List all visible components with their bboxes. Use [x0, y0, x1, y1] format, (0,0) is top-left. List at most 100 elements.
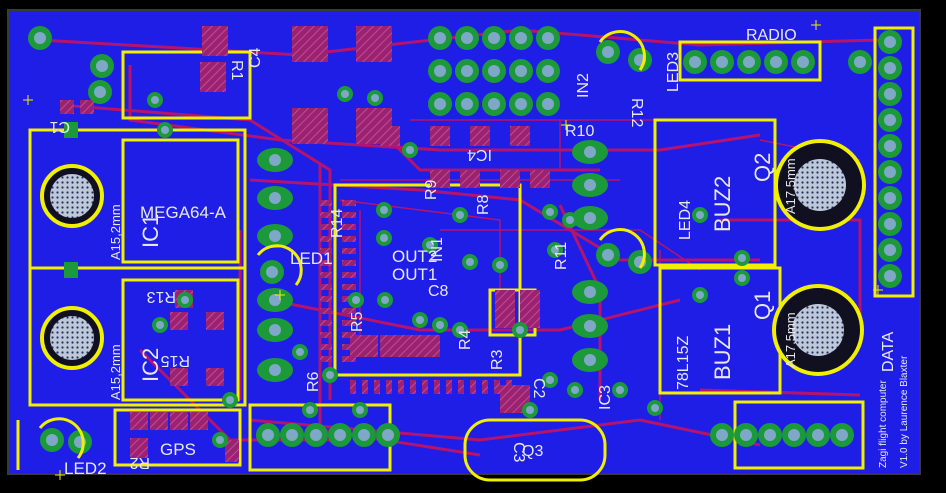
via-drill [216, 436, 224, 444]
pad-drill [854, 56, 866, 68]
mcu-pin [320, 344, 332, 350]
mcu-pin [342, 320, 356, 326]
pad-drill [884, 140, 896, 152]
mcu-pin [320, 284, 332, 290]
pad-drill [716, 429, 728, 441]
led-footprints [38, 30, 646, 459]
via-drill [161, 126, 169, 134]
pad-drill [716, 56, 728, 68]
mcu-pin [362, 380, 368, 394]
buzzer-discs [772, 139, 866, 376]
origin-crosses [23, 20, 883, 480]
data-header-outline [873, 26, 915, 298]
label-c2: C2 [530, 378, 547, 399]
mcu-pin [320, 272, 332, 278]
label-r1: R1 [228, 60, 245, 81]
pad-drill [584, 354, 596, 366]
via-drill [381, 296, 389, 304]
ic1-outline [121, 138, 240, 264]
via-drill [426, 241, 434, 249]
pad-drill [515, 98, 527, 110]
pad-drill [884, 114, 896, 126]
pad-drill [461, 65, 473, 77]
via-drill [456, 326, 464, 334]
label-a17-bottom: A17,5mm [783, 312, 798, 368]
pad-drill [46, 434, 58, 446]
label-buz-part: 78L15Z [675, 336, 692, 390]
pad-drill [884, 166, 896, 178]
label-r11: R11 [553, 242, 570, 270]
pad-drill [461, 32, 473, 44]
via-drill [571, 386, 579, 394]
via-drill [380, 206, 388, 214]
pad-drill [884, 192, 896, 204]
pad-drill [515, 32, 527, 44]
label-r12: R12 [628, 98, 645, 127]
pad-drill [269, 154, 281, 166]
mcu-pin [320, 260, 332, 266]
pad-drill [515, 65, 527, 77]
smd-pad [170, 412, 188, 430]
smd-pad [510, 126, 530, 146]
smd-pad [380, 126, 400, 146]
label-out1: OUT1 [392, 265, 437, 284]
smd-pad [495, 290, 515, 328]
ic1-regulator-outline [121, 50, 252, 120]
silkscreen-outlines [16, 26, 915, 482]
via-drill [526, 406, 534, 414]
label-c1: C1 [49, 118, 70, 135]
mcu-pin [506, 380, 512, 394]
label-r9: R9 [423, 179, 440, 200]
via-drill [356, 406, 364, 414]
label-ic4: IC4 [467, 146, 492, 163]
smd-pad [200, 62, 226, 92]
smd-pad [206, 368, 224, 386]
mcu-pin [342, 308, 356, 314]
smd-pad [202, 26, 228, 56]
mcu-pin [320, 212, 332, 218]
smd-pad [60, 100, 74, 114]
via-drill [306, 406, 314, 414]
pad-drill [461, 98, 473, 110]
label-buz2: BUZ2 [710, 176, 735, 232]
pad-drill [584, 179, 596, 191]
smd-pad [292, 26, 328, 62]
via-drill [738, 254, 746, 262]
mcu-pin [482, 380, 488, 394]
pad-drill [584, 146, 596, 158]
smd-pad [430, 126, 450, 146]
pad-drill [542, 65, 554, 77]
pad-drill [812, 429, 824, 441]
label-led4: LED4 [677, 200, 694, 240]
label-out2: OUT2 [392, 247, 437, 266]
pad-drill [884, 88, 896, 100]
via-drill [496, 261, 504, 269]
mcu-pin [320, 224, 332, 230]
pad-drill [743, 56, 755, 68]
pad-drill [266, 266, 278, 278]
gps-module-outline [113, 408, 242, 467]
through-hole-pads [28, 26, 902, 454]
label-r6: R6 [305, 371, 322, 392]
pad-drill [434, 98, 446, 110]
smd-pad [170, 368, 188, 386]
via-drill [696, 211, 704, 219]
mcu-pin [320, 320, 332, 326]
pad-drill [269, 230, 281, 242]
mcu-pin [320, 296, 332, 302]
mcu-pin [398, 380, 404, 394]
smd-pad [520, 290, 540, 328]
pad-drill [689, 56, 701, 68]
pad-drill [269, 294, 281, 306]
pad-drill [584, 212, 596, 224]
label-led3: LED3 [665, 52, 682, 92]
via-drill [616, 386, 624, 394]
mcu-pin [422, 380, 428, 394]
label-radio: RADIO [746, 27, 797, 44]
smd-pad [380, 335, 410, 357]
pad-drill [310, 429, 322, 441]
smd-pad [206, 312, 224, 330]
pad-drill [884, 62, 896, 74]
label-q1: Q1 [750, 291, 775, 320]
